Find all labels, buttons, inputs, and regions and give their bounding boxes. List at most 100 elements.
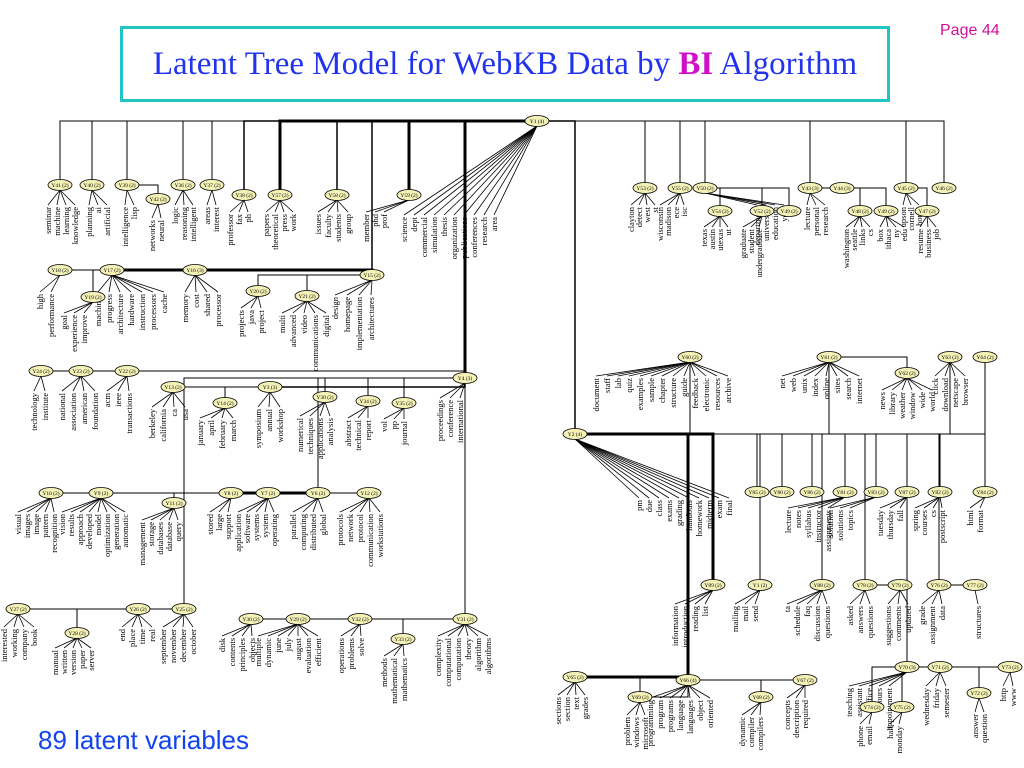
leaf-edge <box>635 701 641 716</box>
leaf-word: student <box>746 228 756 253</box>
latent-node: Y70 (3) <box>894 661 920 673</box>
leaf-word: mathematical <box>389 657 399 703</box>
leaf-edge <box>302 497 319 513</box>
tree-edges <box>18 119 1010 707</box>
latent-node-shape <box>285 613 311 625</box>
latent-node-label: Y13 (2) <box>164 384 181 391</box>
leaf-word: data <box>937 606 947 620</box>
leaf-edge <box>231 623 252 637</box>
leaf-edge <box>687 684 711 699</box>
leaf-word: design <box>330 296 340 319</box>
latent-node-shape <box>99 264 125 276</box>
latent-node: Y24 (2) <box>28 365 54 377</box>
latent-node-label: Y41 (2) <box>51 182 68 189</box>
latent-node: Y71 (2) <box>927 661 953 673</box>
latent-node-shape <box>747 579 773 591</box>
latent-node-label: Y53 (2) <box>636 185 653 192</box>
latent-node-label: Y89 (2) <box>704 582 721 589</box>
leaf-word: seminar <box>43 207 53 234</box>
leaf-edge <box>194 274 219 293</box>
leaf-word: implementation <box>354 296 364 350</box>
leaf-word: group <box>343 214 353 234</box>
leaf-edge <box>172 391 186 408</box>
latent-node-label: Y85 (2) <box>748 489 765 496</box>
leaf-edge <box>39 274 61 293</box>
latent-node-label: Y10 (2) <box>42 490 59 497</box>
leaf-edge <box>206 189 213 206</box>
leaf-edge <box>423 125 538 216</box>
edge-Y2-Y81 <box>575 433 846 492</box>
leaf-word: report <box>363 419 373 440</box>
leaf-edge <box>644 192 656 206</box>
leaf-edge <box>72 375 82 392</box>
edge-Y2-Y83 <box>575 433 877 492</box>
leaf-word: cache <box>159 294 169 314</box>
leaf-word: graduate <box>738 229 748 258</box>
leaf-word: tuesday <box>875 509 885 536</box>
leaf-word: learning <box>61 206 71 235</box>
leaf-edge <box>719 215 729 228</box>
leaf-word: problem <box>622 717 632 746</box>
latent-node-label: Y84 (2) <box>976 489 993 496</box>
leaf-word: commercial <box>419 216 429 257</box>
latent-node-label: Y2 (4) <box>568 431 583 438</box>
leaf-word: experience <box>69 315 79 352</box>
leaf-edge <box>17 497 52 513</box>
leaf-edge <box>137 613 143 628</box>
latent-node-shape <box>218 487 244 499</box>
leaf-edge <box>781 361 830 377</box>
latent-node-shape <box>212 397 238 409</box>
latent-node-label: Y61 (2) <box>820 354 837 361</box>
leaf-edge <box>159 507 175 521</box>
leaf-edge <box>932 496 941 509</box>
leaf-edge <box>574 438 700 499</box>
leaf-word: ai <box>93 206 103 213</box>
leaf-edge <box>182 189 194 206</box>
leaf-word: links <box>857 229 867 246</box>
leaf-edge <box>1002 671 1011 687</box>
latent-node: Y21 (2) <box>294 290 320 302</box>
latent-node: Y37 (2) <box>199 179 225 191</box>
leaf-edge <box>809 192 817 206</box>
leaf-edge <box>816 589 823 605</box>
leaf-word: simulation <box>429 216 439 253</box>
latent-node-label: Y62 (2) <box>898 370 915 377</box>
leaf-word: conference <box>445 400 455 438</box>
leaf-word: questions <box>865 606 875 638</box>
leaf-edge <box>734 589 761 605</box>
leaf-word: large <box>214 514 224 531</box>
latent-node-shape <box>859 701 885 713</box>
leaf-edge <box>218 497 232 513</box>
leaf-word: reasoning <box>179 206 189 240</box>
leaf-edge <box>211 189 217 206</box>
leaf-word: topics <box>845 510 855 530</box>
latent-node: Y59 (2) <box>396 189 422 201</box>
leaf-word: education <box>770 206 780 240</box>
leaf-edge <box>210 407 226 419</box>
latent-node: Y85 (2) <box>744 486 770 498</box>
latent-node-label: Y33 (2) <box>394 636 411 643</box>
leaf-edge <box>689 361 707 377</box>
leaf-edge <box>257 295 262 309</box>
leaf-word: homepage <box>342 297 352 332</box>
leaf-edge <box>368 497 371 513</box>
latent-node: Y48 (2) <box>847 205 873 217</box>
latent-node-label: Y22 (2) <box>118 368 135 375</box>
leaf-edge <box>303 300 308 314</box>
latent-node-shape <box>797 182 823 194</box>
leaf-edge <box>227 497 232 513</box>
leaf-edge <box>292 497 319 513</box>
leaf-word: press <box>279 214 289 231</box>
leaf-word: workshop <box>275 409 285 443</box>
leaf-edge <box>750 701 762 716</box>
leaf-word: university <box>761 206 771 241</box>
leaf-word: optimization <box>102 513 112 557</box>
latent-node: Y7 (2) <box>255 487 281 499</box>
leaf-word: wisconsin <box>655 206 665 241</box>
leaf-edge <box>796 589 823 605</box>
leaf-word: work <box>288 213 298 231</box>
leaf-edge <box>151 203 159 219</box>
leaf-word: www <box>1008 687 1018 706</box>
leaf-edge <box>687 684 691 699</box>
